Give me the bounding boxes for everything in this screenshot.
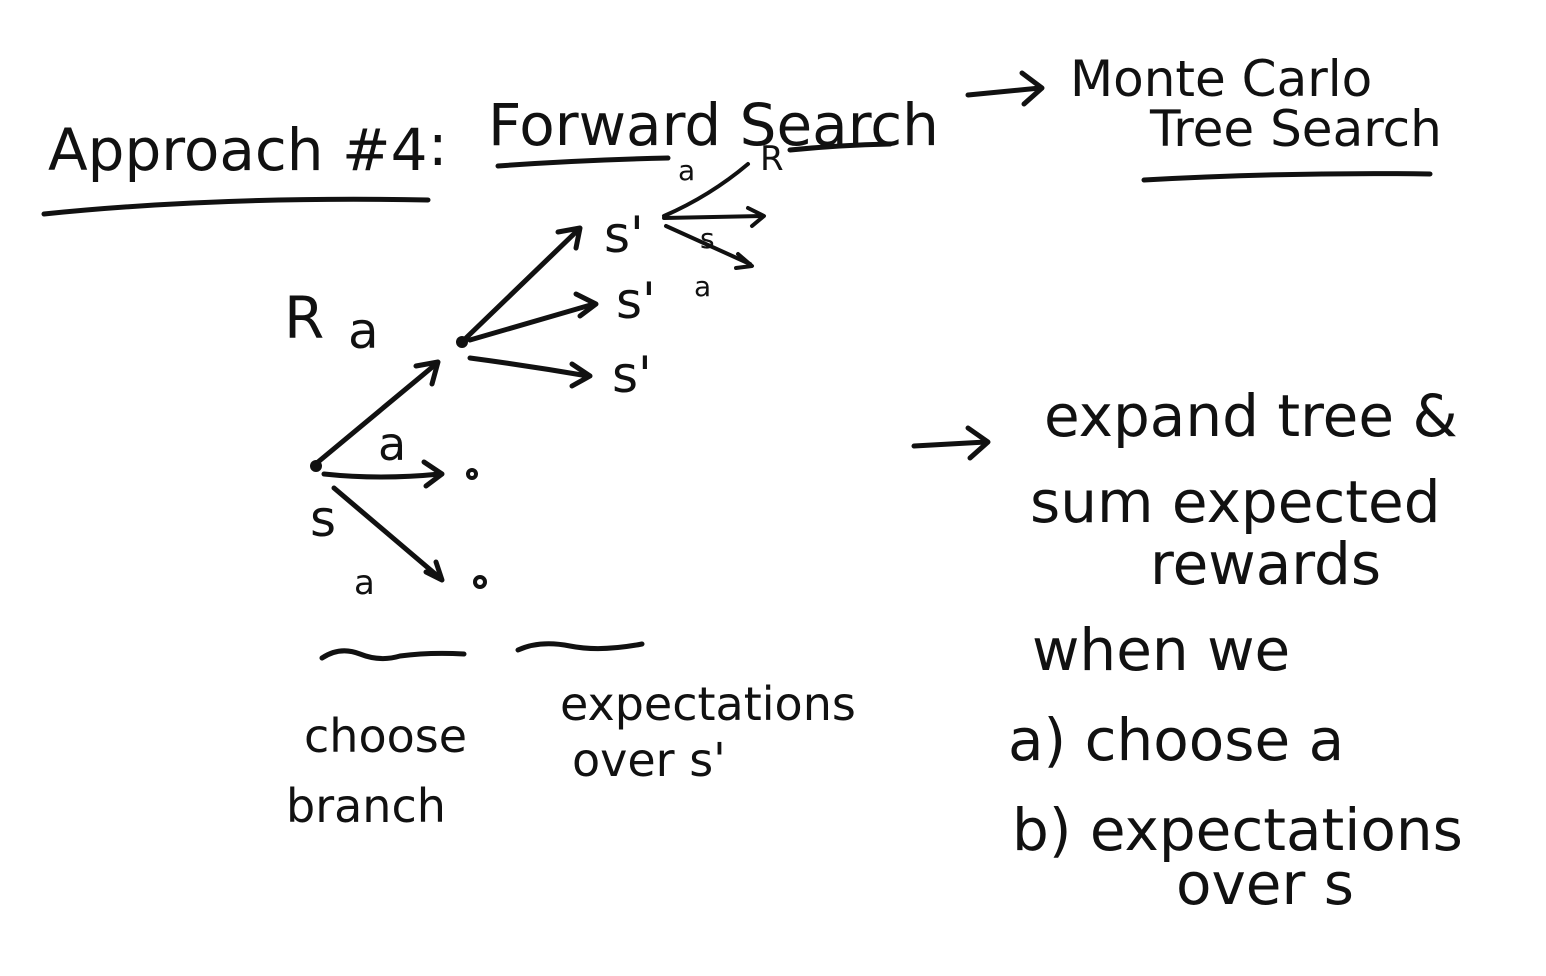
next-state-low: s' [612,346,652,404]
explanation-arrow-shaft [911,439,989,449]
root-edge-middle-head [421,459,445,489]
root-edge-upper [315,361,439,465]
subtree-edge-3 [664,224,752,266]
subtree-label-a-lower: a [694,270,711,303]
explanation-arrow-head [965,425,991,461]
explanation-item-a: a) choose a [1008,706,1344,774]
mcts-title-line1: Monte Carlo [1070,50,1372,108]
mcts-underline [1141,171,1433,183]
chance-edge-top-head [555,225,583,251]
mcts-arrow-head [1019,70,1045,107]
next-state-mid: s' [616,272,656,330]
chance-edge-low [467,355,591,379]
root-edge-upper-head [413,359,441,387]
root-edge-middle [321,471,443,480]
subtree-edge-2 [662,214,764,220]
root-edge-lower [331,485,443,581]
reward-label-a: a [348,302,379,360]
chance-edge-low-head [569,361,593,389]
approach-underline [41,196,431,217]
action-label-lower: a [354,563,375,603]
lower-leaf-node [473,575,487,589]
chance-edge-top [463,227,581,341]
subtree-edge-1 [662,162,750,218]
subtree-label-r: R [760,139,784,179]
reward-label-r: R [284,284,324,352]
subtree-edge-3-head [734,252,754,270]
forward-search-underline-left [495,155,671,169]
approach-title: Approach #4 [48,116,428,184]
subtree-label-a: a [678,154,695,187]
mcts-arrow-shaft [965,85,1043,98]
expectations-brace [515,641,645,653]
explanation-item-b: b) expectations [1012,796,1463,864]
heading-colon: : [428,111,448,179]
chance-edge-mid [467,301,597,343]
mcts-title-line2: Tree Search [1149,100,1442,158]
explanation-line2: sum expected [1030,468,1441,536]
expectations-line1: expectations [560,677,856,731]
subtree-edge-2-head [746,206,766,228]
action-label-middle: a [378,417,406,471]
explanation-line4: when we [1032,616,1290,684]
middle-leaf-node [466,468,478,480]
forward-search-underline-right [787,141,893,153]
explanation-item-b-line2: over s [1176,850,1354,918]
choose-branch-brace [319,648,467,662]
expectations-line2: over s' [572,733,726,787]
choose-branch-line1: choose [304,709,467,763]
root-edge-lower-head [423,559,445,583]
next-state-top: s' [604,206,644,264]
explanation-line1: expand tree & [1044,382,1458,450]
choose-branch-line2: branch [286,779,446,833]
root-state-label: s [310,490,336,548]
chance-edge-mid-head [573,291,599,319]
forward-search-title: Forward Search [488,91,939,159]
explanation-line3: rewards [1150,530,1381,598]
subtree-label-s: s [700,222,715,255]
